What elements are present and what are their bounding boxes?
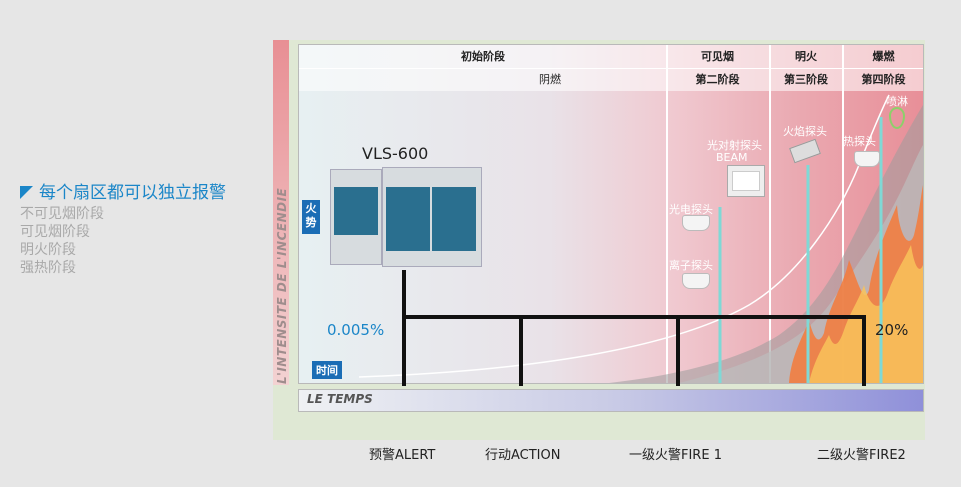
heat-detector-label: 热探头 <box>843 135 876 148</box>
intensity-strip <box>273 40 289 385</box>
stage-divider <box>769 45 771 383</box>
sprinkler-label: 喷淋 <box>886 95 908 108</box>
ion-detector-label: 离子探头 <box>669 259 713 272</box>
ion-detector-icon <box>682 273 710 289</box>
header-stage-2: 第二阶段 <box>695 73 740 86</box>
fire-intensity-tag: 火势 <box>302 200 320 234</box>
stage-item: 不可见烟阶段 <box>20 206 104 222</box>
smoke-detector-icon <box>682 215 710 231</box>
stage-list: 不可见烟阶段 可见烟阶段 明火阶段 强热阶段 <box>20 205 104 277</box>
time-tag: 时间 <box>312 361 342 379</box>
alarm-level-fire2: 二级火警FIRE2 <box>817 448 906 463</box>
beam-detector-icon <box>727 165 765 197</box>
stage-divider <box>666 45 668 383</box>
header-stage-3: 第三阶段 <box>784 73 828 86</box>
heat-detector-icon <box>854 151 880 167</box>
stage-divider <box>842 45 844 383</box>
stage-item: 明火阶段 <box>20 242 76 258</box>
header-smoldering: 阴燃 <box>539 73 561 86</box>
time-axis-label: LE TEMPS <box>307 392 373 406</box>
header-flashover: 爆燃 <box>872 50 895 63</box>
beam-label: 光对射探头 <box>707 139 762 152</box>
stage-item: 强热阶段 <box>20 260 76 276</box>
header-initial-stage: 初始阶段 <box>461 50 505 63</box>
alarm-level-action: 行动ACTION <box>485 448 561 463</box>
device-name: VLS-600 <box>362 144 429 163</box>
beam-label-en: BEAM <box>716 151 748 164</box>
sensitivity-low: 0.005% <box>327 321 385 339</box>
vls-600-device <box>330 167 482 267</box>
sector-alarm-title-text: 每个扇区都可以独立报警 <box>39 183 226 203</box>
alarm-level-alert: 预警ALERT <box>369 448 436 463</box>
alarm-level-fire1: 一级火警FIRE 1 <box>629 448 722 463</box>
time-axis-band: LE TEMPS <box>298 389 924 412</box>
sprinkler-icon <box>889 107 905 129</box>
photoelectric-label: 光电探头 <box>669 203 713 216</box>
triangle-icon <box>20 186 33 199</box>
header-open-flame: 明火 <box>795 50 817 63</box>
sensitivity-high: 20% <box>875 321 909 339</box>
sector-alarm-title: 每个扇区都可以独立报警 <box>20 178 226 203</box>
header-stage-4: 第四阶段 <box>861 73 906 86</box>
flame-detector-label: 火焰探头 <box>783 125 827 138</box>
header-visible-smoke: 可见烟 <box>701 50 734 63</box>
stage-item: 可见烟阶段 <box>20 224 90 240</box>
